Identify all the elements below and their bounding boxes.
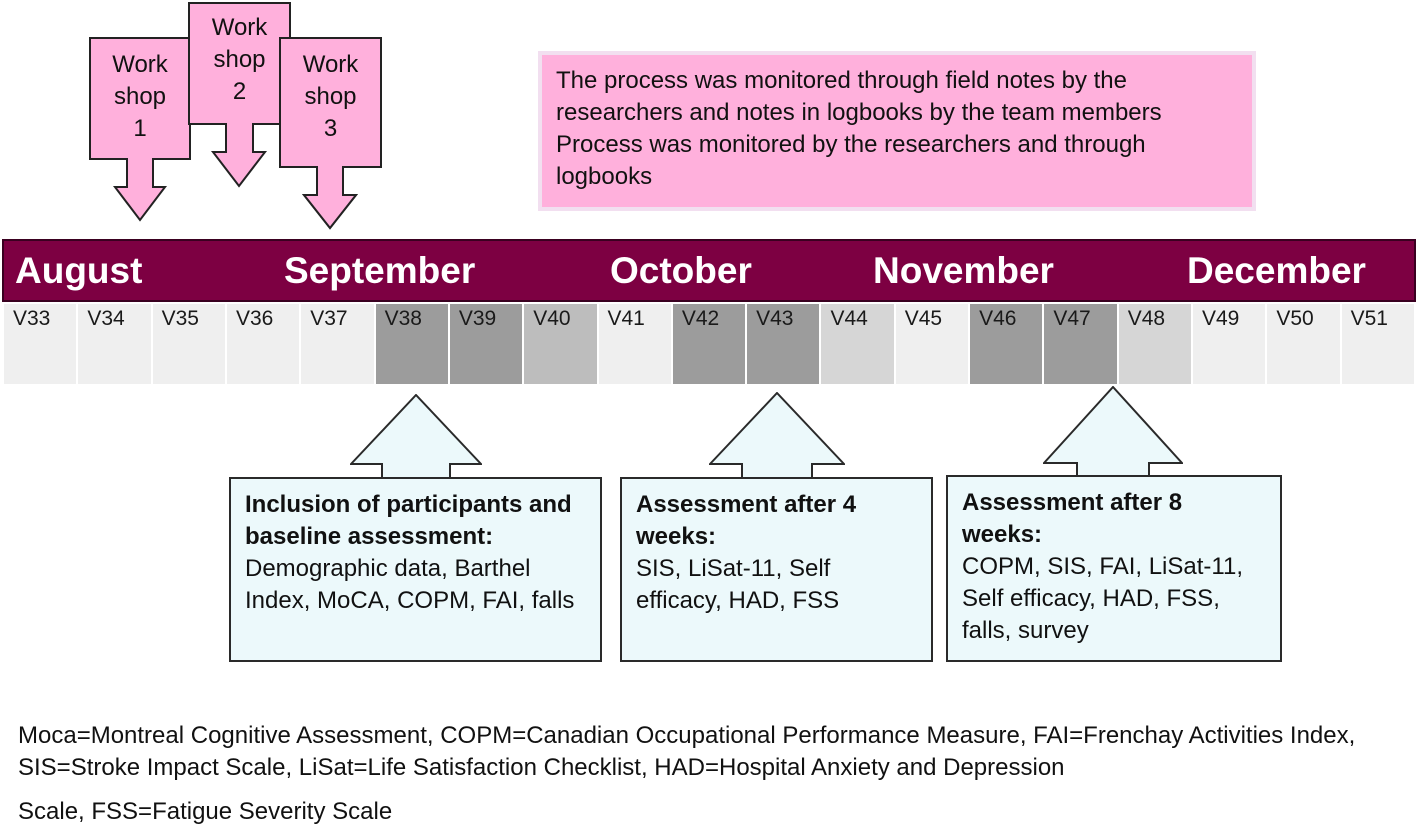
week8-up-arrow [1043, 386, 1183, 482]
week-cell: V50 [1267, 304, 1342, 384]
week4-up-arrow [709, 392, 845, 484]
week-cell: V34 [78, 304, 153, 384]
footnote-line-1: Moca=Montreal Cognitive Assessment, COPM… [18, 722, 1356, 781]
week-cell: V36 [226, 304, 302, 384]
week4-assessment-title: Assessment after 4 weeks: [636, 491, 857, 550]
week-cell: V39 [449, 304, 525, 384]
workshop-3-front-text: Work shop 3 [302, 51, 359, 142]
week8-assessment-title: Assessment after 8 weeks: [962, 489, 1183, 548]
workshop-1-label: Work shop 1 [89, 49, 191, 145]
week-cell: V44 [821, 304, 896, 384]
week-cell: V41 [598, 304, 673, 384]
process-note: The process was monitored through field … [538, 51, 1256, 211]
week-cell: V46 [970, 304, 1045, 384]
workshop-1-text: Work shop 1 [112, 51, 168, 142]
week-cell: V49 [1193, 304, 1268, 384]
baseline-assessment-body: Demographic data, Barthel Index, MoCA, C… [245, 555, 575, 614]
month-november: November [873, 250, 1054, 291]
workshop-2-callout: Work shop 2 [188, 2, 291, 188]
month-bar: August September October November Decemb… [2, 239, 1416, 302]
week-row: V33 V34 V35 V36 V37 V38 V39 V40 V41 V42 … [4, 304, 1414, 384]
month-december: December [1187, 250, 1366, 291]
week-cell: V51 [1341, 304, 1414, 384]
abbreviations-footnote: Moca=Montreal Cognitive Assessment, COPM… [18, 720, 1408, 828]
month-august: August [15, 250, 143, 291]
baseline-assessment-title: Inclusion of participants and baseline a… [245, 491, 572, 550]
workshop-2-text: Work shop 2 [211, 14, 268, 105]
week-cell: V43 [747, 304, 822, 384]
week8-assessment-box: Assessment after 8 weeks: COPM, SIS, FAI… [946, 475, 1282, 662]
workshop-3-front-shape [279, 37, 382, 230]
workshop-3-front: Work shop 3 [279, 37, 382, 230]
week-cell: V47 [1044, 304, 1119, 384]
workshop-1-callout: Work shop 1 [89, 37, 191, 222]
month-september: September [284, 250, 476, 291]
week-cell: V33 [4, 304, 79, 384]
week-cell: V38 [375, 304, 450, 384]
workshop-3-front-label: Work shop 3 [279, 49, 382, 145]
workshop-1-arrow-shape [89, 37, 191, 222]
week-cell: V42 [672, 304, 748, 384]
baseline-assessment-box: Inclusion of participants and baseline a… [229, 477, 602, 662]
week-cell: V37 [301, 304, 376, 384]
baseline-up-arrow [350, 394, 482, 484]
workshop-2-label: Work shop 2 [188, 12, 291, 108]
process-note-text: The process was monitored through field … [556, 67, 1162, 190]
week4-assessment-box: Assessment after 4 weeks: SIS, LiSat-11,… [620, 477, 933, 662]
footnote-line-2: Scale, FSS=Fatigue Severity Scale [18, 798, 393, 825]
month-october: October [610, 250, 752, 291]
week4-assessment-body: SIS, LiSat-11, Self efficacy, HAD, FSS [636, 555, 840, 614]
week-cell: V48 [1118, 304, 1193, 384]
week-cell: V35 [152, 304, 227, 384]
week-cell: V40 [524, 304, 599, 384]
week8-assessment-body: COPM, SIS, FAI, LiSat-11, Self efficacy,… [962, 553, 1243, 644]
week-cell: V45 [895, 304, 971, 384]
